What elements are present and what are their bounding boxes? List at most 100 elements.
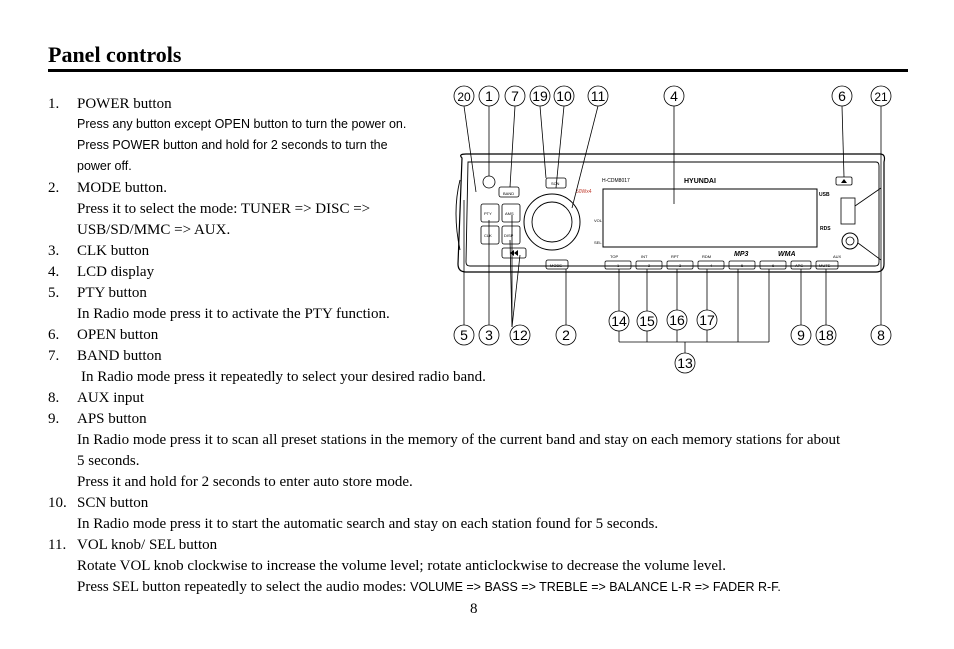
disp-label: DISP — [504, 233, 514, 238]
page-title: Panel controls — [48, 42, 182, 67]
preset-2-label: 2 — [648, 263, 651, 268]
clk-button — [480, 225, 500, 245]
callout-circle — [478, 85, 500, 107]
preset-3-label: 3 — [679, 263, 682, 268]
item-title: APS button — [77, 411, 147, 427]
band-button — [498, 186, 520, 198]
callout-number: 1 — [485, 88, 493, 104]
item-title: PTY button — [77, 285, 147, 301]
callout-number: 21 — [874, 90, 888, 104]
item-description: Press it to select the mode: TUNER => DI… — [77, 201, 371, 217]
rds-logo: RDS — [820, 226, 831, 232]
callout-number: 10 — [556, 88, 572, 104]
callout-circle — [815, 324, 837, 346]
page-number: 8 — [470, 601, 478, 617]
callout-number: 6 — [838, 88, 846, 104]
band-label: BAND — [503, 191, 514, 196]
callout-number: 15 — [639, 313, 655, 329]
item-number: 6. — [48, 327, 60, 343]
bezel-outline — [457, 153, 886, 273]
callout-circle — [674, 352, 696, 374]
usb-sd-slot — [840, 197, 856, 225]
callout-circle — [831, 85, 853, 107]
callout-number: 11 — [591, 88, 606, 104]
disp-button — [501, 225, 521, 245]
aux-input-jack-core — [845, 236, 855, 246]
mp3-logo: MP3 — [734, 251, 749, 258]
item-title: AUX input — [77, 390, 145, 406]
top-label: TOP — [610, 254, 618, 259]
preset-1-label: 1 — [617, 263, 620, 268]
callout-number: 17 — [699, 312, 715, 328]
callout-number: 9 — [797, 327, 805, 343]
item-description: USB/SD/MMC => AUX. — [77, 222, 231, 238]
callout-circle — [790, 324, 812, 346]
model-label: H-CDM8017 — [602, 178, 630, 184]
preset-button-3 — [666, 260, 694, 270]
eject-icon — [841, 179, 847, 183]
item-number: 3. — [48, 243, 60, 259]
callout-number: 20 — [457, 90, 471, 104]
callout-number: 4 — [670, 88, 678, 104]
title-rule — [48, 69, 908, 72]
callout-number: 19 — [532, 88, 548, 104]
callout-circle — [555, 324, 577, 346]
callout-circle — [587, 85, 609, 107]
item-description: In Radio mode press it repeatedly to sel… — [81, 369, 486, 385]
callout-circle — [663, 85, 685, 107]
item-title: BAND button — [77, 348, 162, 364]
callout-number: 12 — [512, 327, 528, 343]
mute-label: MUTE — [819, 263, 831, 268]
ams-label: AMS — [505, 211, 514, 216]
item-title: SCN button — [77, 495, 149, 511]
callout-circle — [504, 85, 526, 107]
item-number: 10. — [48, 495, 67, 511]
mode-button — [545, 259, 569, 270]
callouts-bottom: 5 3 12 2 14 15 16 17 9 18 8 13 — [453, 309, 892, 374]
volume-knob-ring — [523, 193, 581, 251]
item-description: Press POWER button and hold for 2 second… — [77, 138, 388, 152]
power-button — [482, 175, 496, 189]
callout-circle — [509, 324, 531, 346]
callout-lines — [463, 105, 882, 354]
callout-circle — [696, 309, 718, 331]
item-number: 11. — [48, 537, 67, 553]
item-title: POWER button — [77, 96, 172, 112]
item-title: OPEN button — [77, 327, 159, 343]
item-number: 8. — [48, 390, 60, 406]
callout-circle — [478, 324, 500, 346]
int-label: INT — [641, 254, 648, 259]
mode-label: MODE — [550, 263, 562, 268]
audio-modes-sequence: VOLUME => BASS => TREBLE => BALANCE L-R … — [410, 580, 781, 594]
pty-label: PTY — [484, 211, 492, 216]
item-description: In Radio mode press it to scan all prese… — [77, 432, 841, 448]
callout-number: 3 — [485, 327, 493, 343]
preset-button-4 — [697, 260, 725, 270]
clk-label: CLK — [484, 233, 492, 238]
wma-logo: WMA — [778, 251, 796, 258]
scn-label: SCN — [551, 181, 560, 186]
preset-6-label: 6 — [772, 263, 775, 268]
preset-button-2 — [635, 260, 663, 270]
callout-number: 18 — [818, 327, 834, 343]
item-number: 4. — [48, 264, 60, 280]
item-title: MODE button. — [77, 180, 167, 196]
sel-mode-intro: Press SEL button repeatedly to select th… — [77, 579, 411, 595]
callout-circle — [608, 310, 630, 332]
watts-label: 50Wx4 — [576, 189, 592, 195]
aux-label: AUX — [833, 254, 842, 259]
item-number: 1. — [48, 96, 60, 112]
item-description: In Radio mode press it to start the auto… — [77, 516, 659, 532]
callout-circle — [453, 324, 475, 346]
callout-circle — [870, 85, 892, 107]
aps-label: APS — [795, 263, 803, 268]
ams-button — [501, 203, 521, 223]
item-title: LCD display — [77, 264, 155, 280]
rdm-label: RDM — [702, 254, 711, 259]
preset-button-6 — [759, 260, 787, 270]
callout-circle — [870, 324, 892, 346]
callout-number: 8 — [877, 327, 885, 343]
item-description: In Radio mode press it to activate the P… — [77, 306, 390, 322]
pty-button — [480, 203, 500, 223]
mute-button — [815, 260, 839, 270]
